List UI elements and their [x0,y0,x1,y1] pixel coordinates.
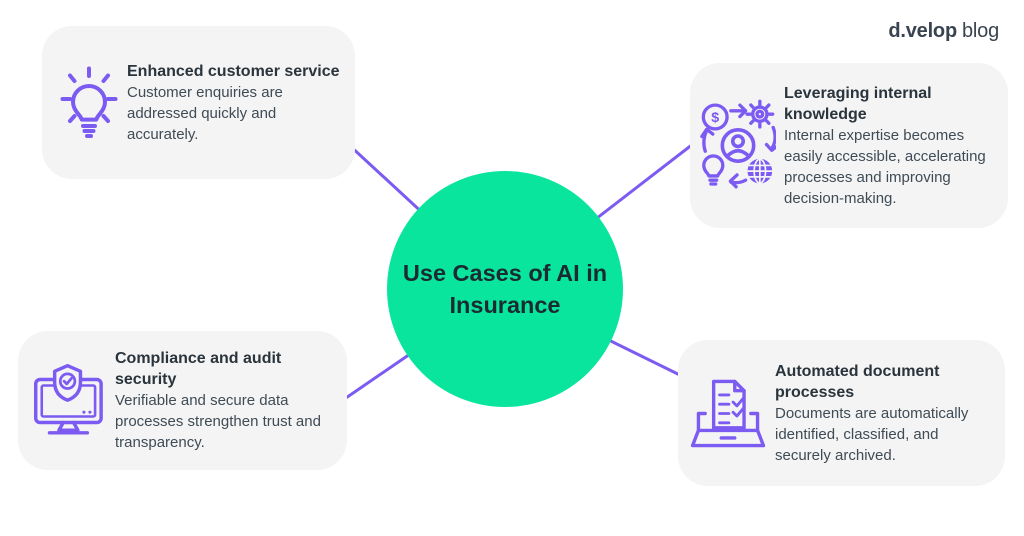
card-title: Enhanced customer service [127,62,340,80]
card-body: Documents are automatically identified, … [775,404,969,464]
logo-brand: d.velop [888,20,957,42]
card-body: Internal expertise becomes easily access… [784,126,986,207]
svg-text:$: $ [711,110,719,126]
card-compliance-audit-security: Compliance and audit security Verifiable… [18,331,347,470]
card-body: Customer enquiries are addressed quickly… [127,83,283,143]
lightbulb-icon [60,66,118,140]
card-text: Enhanced customer service Customer enqui… [127,61,341,145]
card-text: Leveraging internal knowledge Internal e… [784,83,994,209]
center-title-line2: Insurance [449,292,561,318]
card-enhanced-customer-service: Enhanced customer service Customer enqui… [42,26,355,179]
document-checklist-icon [690,378,766,449]
knowledge-cycle-icon: $ [700,98,776,193]
shield-monitor-icon [32,363,110,438]
card-title: Automated document processes [775,362,940,401]
center-title-line1: Use Cases of AI in [402,260,608,286]
card-title: Leveraging internal knowledge [784,84,932,123]
card-automated-document-processes: Automated document processes Documents a… [678,340,1005,486]
logo-suffix: blog [961,20,999,42]
center-node: Use Cases of AI in Insurance [387,171,623,407]
card-leveraging-internal-knowledge: $ Leveraging internal knowledge Intern [690,63,1008,228]
card-body: Verifiable and secure data processes str… [115,392,321,451]
card-text: Automated document processes Documents a… [775,361,993,466]
card-text: Compliance and audit security Verifiable… [115,348,331,453]
card-title: Compliance and audit security [115,350,282,388]
